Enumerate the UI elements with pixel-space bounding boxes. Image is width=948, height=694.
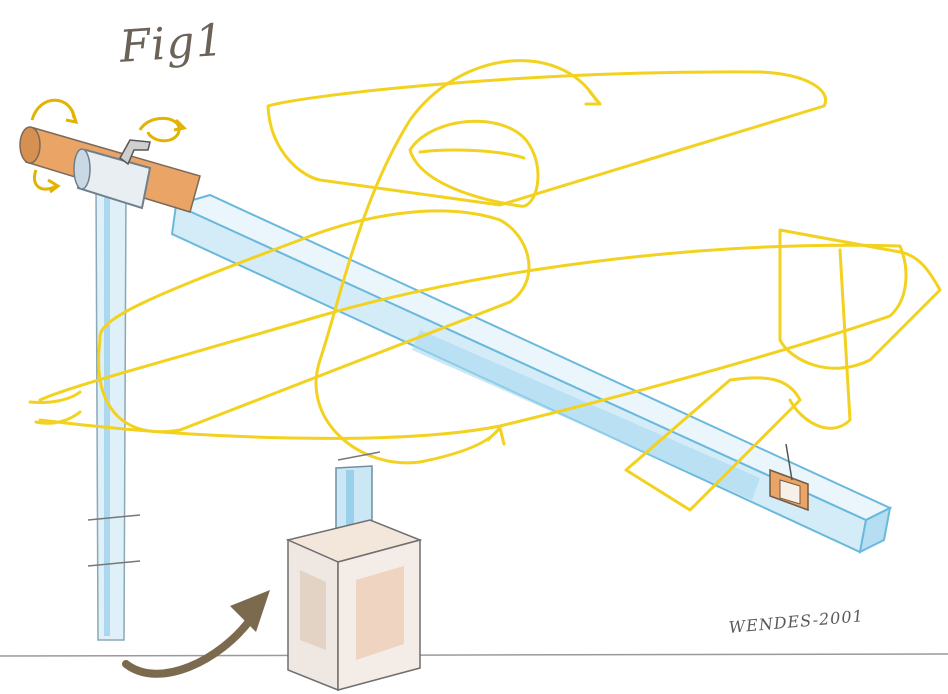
stand-block	[288, 452, 420, 690]
curved-arrow-icon	[34, 170, 56, 189]
airplane-outline	[30, 61, 940, 510]
curved-arrow-icon	[32, 100, 74, 120]
curved-arrow-icon	[140, 118, 179, 140]
arrow-icon	[126, 590, 270, 674]
figure-title: Fig1	[118, 15, 226, 73]
table-edge-line	[0, 654, 948, 656]
